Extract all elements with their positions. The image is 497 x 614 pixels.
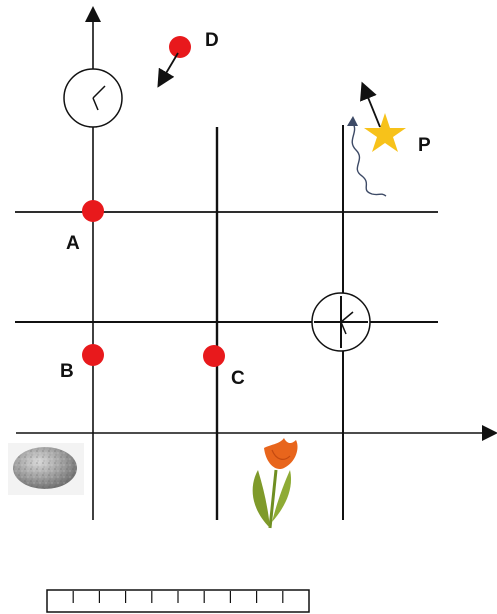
label-p: P: [418, 135, 431, 156]
ruler-icon: [46, 589, 310, 613]
point-d: [169, 36, 191, 58]
label-c: C: [231, 368, 245, 389]
point-c: [203, 345, 225, 367]
label-a: A: [66, 233, 80, 254]
point-a: [82, 200, 104, 222]
label-b: B: [60, 361, 74, 382]
clock-icon: [311, 292, 371, 352]
velocity-arrow-p: [360, 81, 381, 128]
wave-arrowhead: [347, 116, 358, 126]
stone-icon: [8, 443, 84, 495]
label-d: D: [205, 30, 219, 51]
star-icon: [364, 113, 406, 152]
wave-line: [351, 121, 387, 197]
velocity-arrow-d: [157, 52, 179, 88]
clock-icon: [63, 68, 123, 128]
point-b: [82, 344, 104, 366]
tulip-icon: [252, 438, 298, 529]
